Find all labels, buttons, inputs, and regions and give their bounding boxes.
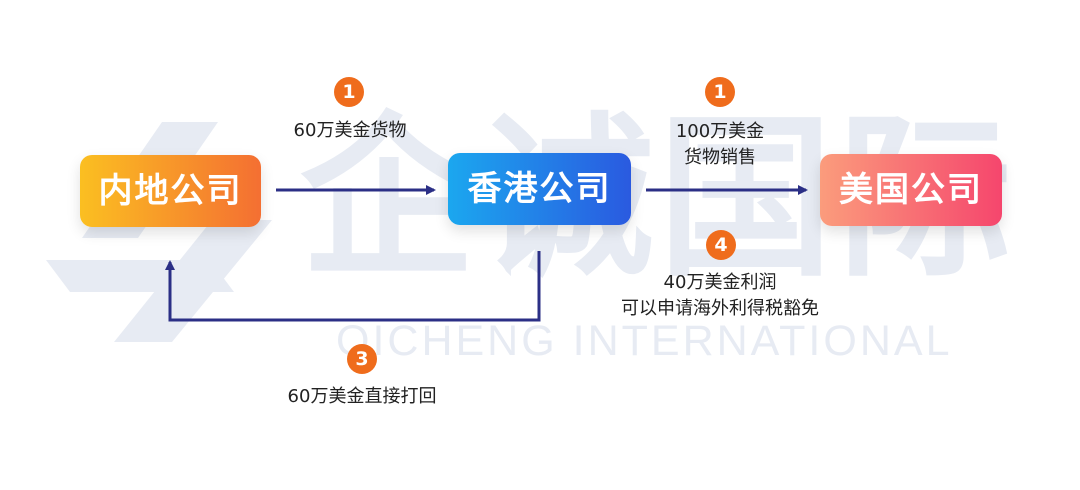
mainland-company-box: 内地公司 xyxy=(80,155,261,227)
arrow-hongkong-to-mainland xyxy=(165,251,541,322)
step-badge-1a: 1 xyxy=(334,77,364,107)
step-label-sales-100w: 100万美金 xyxy=(675,121,765,142)
step-label-return-60w: 60万美金直接打回 xyxy=(287,386,437,407)
watermark-english: QICHENG INTERNATIONAL xyxy=(336,317,953,365)
step-label-goods-60w: 60万美金货物 xyxy=(293,120,407,141)
step-badge-1b: 1 xyxy=(705,77,735,107)
step-badge-3: 3 xyxy=(347,344,377,374)
step-label-profit-40w: 40万美金利润 xyxy=(663,272,777,293)
hongkong-company-box: 香港公司 xyxy=(448,153,631,225)
step-label-tax-exemption: 可以申请海外利得税豁免 xyxy=(621,298,819,319)
usa-company-box: 美国公司 xyxy=(820,154,1002,226)
step-badge-4: 4 xyxy=(706,230,736,260)
step-label-goods-sales: 货物销售 xyxy=(684,147,756,168)
